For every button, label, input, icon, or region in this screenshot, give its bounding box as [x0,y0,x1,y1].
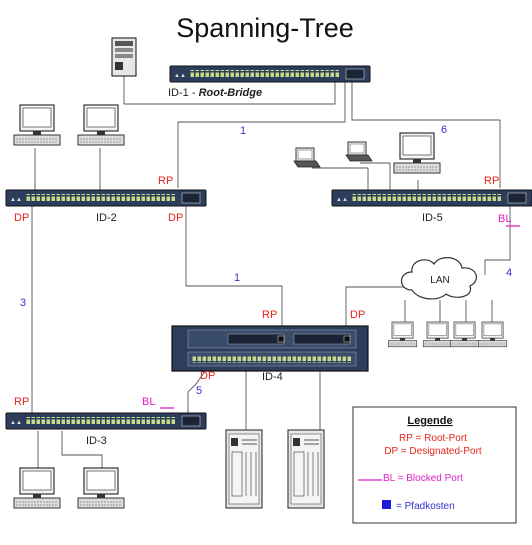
port-label-id4-dp: DP [350,309,365,321]
port-label-id5-rp: RP [484,175,499,187]
path-cost-id1-id5: 6 [441,124,447,136]
connections [31,62,511,468]
switch-id4-label: ID-4 [262,371,283,383]
link-id1-id5 [351,82,501,188]
switch-id1-role: Root-Bridge [199,87,263,99]
link-id2-id4 [185,206,283,337]
switch-id1-label: ID-1 - Root-Bridge [168,87,262,99]
legend-dp: DP = Designated-Port [384,446,482,457]
port-label-id3-rp: RP [14,396,29,408]
legend-box [352,406,517,524]
lan-label: LAN [430,275,449,286]
pc-icon [77,467,125,509]
switch-id3-label: ID-3 [86,435,107,447]
pc-icon [422,321,453,348]
switch-id5-label: ID-5 [422,212,443,224]
switch-id1-icon [169,65,371,83]
port-label-id4-rp: RP [262,309,277,321]
laptop-icon [293,147,321,168]
port-label-id2-dp2: DP [168,212,183,224]
path-cost-id2-id3: 3 [20,297,26,309]
pc-icon [77,104,125,146]
switch-id1-prefix: ID-1 - [168,87,199,99]
legend: Legende RP = Root-Port DP = Designated-P… [352,406,517,524]
pc-icon [449,321,480,348]
switch-id4-icon [171,325,369,372]
pc-icon [13,104,61,146]
diagram-title: Spanning-Tree [176,13,354,43]
path-cost-id2-id4: 1 [234,272,240,284]
switch-id2-icon [5,189,207,207]
legend-title: Legende [407,415,452,427]
port-label-id2-dp: DP [14,212,29,224]
legend-rp: RP = Root-Port [399,433,467,444]
path-cost-id1-id2: 1 [240,125,246,137]
link-server-id1 [123,62,336,105]
legend-bl: BL = Blocked Port [383,473,463,484]
server-icon [287,429,325,509]
server-tower-icon [111,37,137,77]
link-id5-lan [484,206,511,275]
pc-icon [393,132,441,174]
switch-id2-label: ID-2 [96,212,117,224]
laptop-icon [345,141,373,162]
pc-icon [13,467,61,509]
pc-icon [387,321,418,348]
lan-cloud-icon [400,257,478,300]
link-lan-id4 [345,286,410,337]
link-id1-id2 [177,82,346,188]
switch-id5-icon [331,189,532,207]
port-label-id5-bl: BL [498,213,511,225]
link-id3-pc2 [61,431,103,468]
path-cost-id3-id4: 5 [196,385,202,397]
switch-id3-icon [5,412,207,430]
port-label-id2-rp: RP [158,175,173,187]
path-cost-swatch-icon [382,500,391,509]
pc-icon [477,321,508,348]
port-label-id3-bl: BL [142,396,155,408]
path-cost-id5-lan: 4 [506,267,512,279]
link-id3-id4 [187,369,207,413]
legend-cost: = Pfadkosten [396,501,455,512]
port-label-id4-dp2: DP [200,370,215,382]
server-icon [225,429,263,509]
